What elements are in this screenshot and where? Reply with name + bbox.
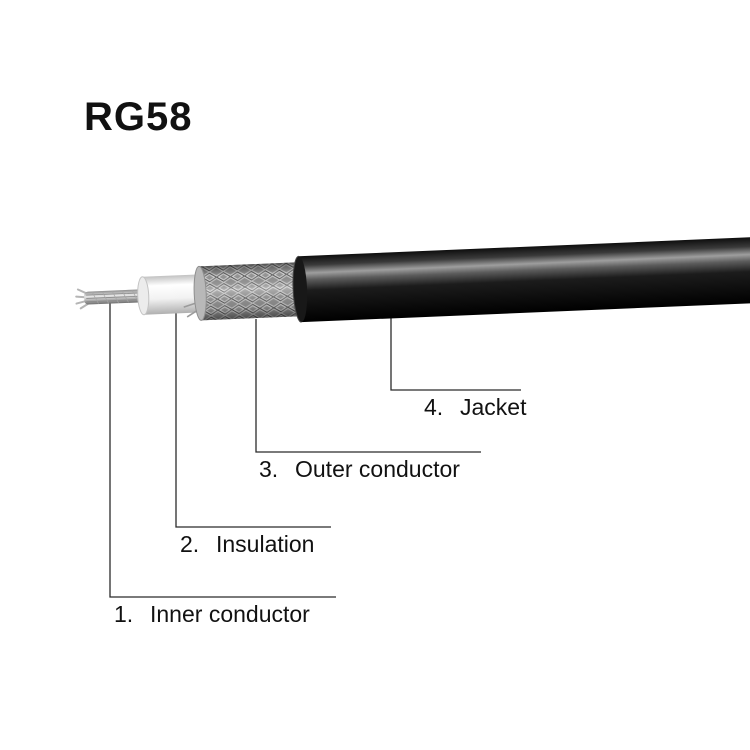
jacket-graphic (292, 236, 750, 323)
leader-line-insulation (175, 313, 331, 528)
label-inner-conductor-number: 1. (114, 601, 134, 627)
inner-conductor-graphic (75, 288, 155, 310)
label-inner-conductor-text: Inner conductor (150, 601, 310, 627)
leader-line-inner-conductor (109, 303, 336, 598)
label-jacket: 4. Jacket (424, 394, 526, 421)
cable-graphic (75, 236, 750, 323)
leader-line-outer-conductor (255, 319, 481, 453)
label-jacket-number: 4. (424, 394, 444, 420)
leader-line-jacket (390, 318, 521, 391)
label-insulation: 2. Insulation (180, 531, 314, 558)
label-outer-conductor: 3. Outer conductor (259, 456, 460, 483)
label-insulation-number: 2. (180, 531, 200, 557)
label-outer-conductor-text: Outer conductor (295, 456, 460, 482)
outer-conductor-graphic (183, 261, 310, 321)
diagram-title: RG58 (84, 95, 193, 139)
label-jacket-text: Jacket (460, 394, 527, 420)
label-outer-conductor-number: 3. (259, 456, 279, 482)
label-insulation-text: Insulation (216, 531, 315, 557)
label-inner-conductor: 1. Inner conductor (114, 601, 310, 628)
